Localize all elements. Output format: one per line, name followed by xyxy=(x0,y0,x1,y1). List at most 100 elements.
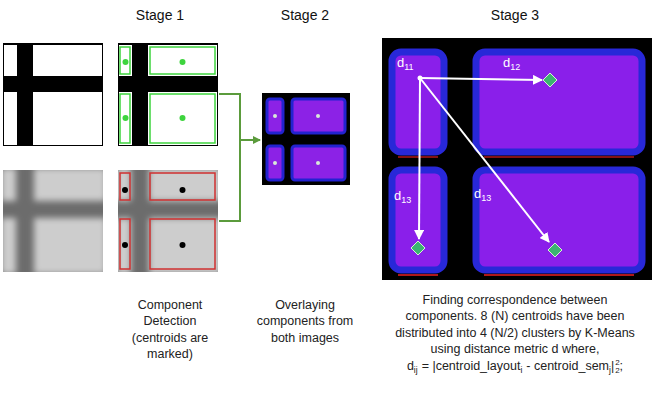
layout-region xyxy=(33,92,102,145)
sem-region xyxy=(3,170,16,201)
layout-region xyxy=(119,92,132,145)
overlay-region xyxy=(292,146,345,180)
centroid-dot xyxy=(316,161,320,165)
sem-region xyxy=(149,170,218,201)
distance-index: 11 xyxy=(404,62,413,72)
formula-subscript: j xyxy=(609,365,611,375)
stage-title-box: Stage 3 xyxy=(475,6,555,24)
correspondence-image xyxy=(382,38,652,280)
image-ground xyxy=(262,93,350,185)
centroid-marker xyxy=(411,241,425,255)
formula-term: - centroid_sem xyxy=(526,359,609,373)
centroid-dot xyxy=(122,242,128,248)
stage-title-box: Stage 2 xyxy=(265,6,345,24)
overlay-region xyxy=(267,146,283,180)
image-ground xyxy=(118,43,218,146)
stage-title: Stage 1 xyxy=(120,6,200,24)
centroid-marker xyxy=(548,243,562,257)
distance-label: d13 xyxy=(474,186,491,203)
caption-box: Component Detection (centroids are marke… xyxy=(120,297,220,362)
stage-title: Stage 2 xyxy=(265,6,345,24)
component-outline xyxy=(120,47,130,74)
distance-arrow xyxy=(419,78,420,239)
stage-title: Stage 3 xyxy=(475,6,555,24)
overlay-region xyxy=(392,170,444,270)
centroid-marker xyxy=(543,73,557,87)
centroid-dot xyxy=(123,115,129,121)
overlay-image xyxy=(262,93,350,185)
image-ground xyxy=(3,43,103,146)
caption-box: Finding correspondence between component… xyxy=(393,292,637,357)
centroid-dot xyxy=(180,242,186,248)
formula-subscript: ij xyxy=(414,365,418,375)
component-outline xyxy=(120,94,130,143)
centroid-dot xyxy=(180,115,186,121)
component-outline xyxy=(150,173,215,200)
overlay-region xyxy=(476,170,642,270)
layout-region xyxy=(4,45,17,76)
formula-subscript: i xyxy=(520,365,522,375)
component-outline xyxy=(150,47,215,74)
sem-region xyxy=(3,218,16,272)
distance-index: 13 xyxy=(401,195,411,205)
layout-region xyxy=(148,45,217,76)
sem-region xyxy=(118,218,131,272)
sem-region xyxy=(34,170,103,201)
edge-tint xyxy=(484,274,634,276)
sem-region xyxy=(34,218,103,272)
norm-index: 22 xyxy=(615,359,619,375)
centroid-dot xyxy=(180,59,186,65)
centroid-dot xyxy=(123,59,129,65)
layout-region xyxy=(4,92,17,145)
sem-region xyxy=(118,170,131,201)
sem-region xyxy=(149,218,218,272)
caption: Finding correspondence between component… xyxy=(393,292,637,357)
layout-image-detected xyxy=(118,43,218,146)
sem-image xyxy=(3,170,103,272)
caption: Component Detection (centroids are marke… xyxy=(120,297,220,362)
overlay-region xyxy=(392,52,444,152)
sem-image-detected xyxy=(118,170,218,272)
distance-label: d13 xyxy=(394,188,411,205)
distance-symbol: d xyxy=(503,55,510,70)
distance-arrow xyxy=(420,78,549,242)
overlay-region xyxy=(476,52,642,152)
formula-term: ; xyxy=(620,359,623,373)
component-outline xyxy=(120,219,130,269)
merge-bracket xyxy=(219,94,240,221)
formula-term: | xyxy=(611,359,614,373)
distance-arrow xyxy=(420,78,542,80)
formula-term: = |centroid_layout xyxy=(422,359,521,373)
component-outline xyxy=(120,173,130,200)
layout-region xyxy=(119,45,132,76)
overlay-region xyxy=(267,99,283,133)
image-ground xyxy=(382,38,652,280)
merge-arrow xyxy=(240,139,260,141)
distance-index: 12 xyxy=(510,62,520,72)
distance-symbol: d xyxy=(394,188,401,203)
formula-subscript: 2 xyxy=(615,367,619,375)
distance-index: 13 xyxy=(481,193,491,203)
centroid-dot xyxy=(273,161,277,165)
sem-regions xyxy=(3,170,103,272)
layout-region xyxy=(33,45,102,76)
layout-image xyxy=(3,43,103,146)
sem-regions xyxy=(118,170,218,272)
centroid-dot xyxy=(316,114,320,118)
distance-label: d12 xyxy=(503,55,520,72)
distance-symbol: d xyxy=(397,55,404,70)
caption-box: Overlaying components from both images xyxy=(250,297,360,346)
stage-title-box: Stage 1 xyxy=(120,6,200,24)
centroid-dot xyxy=(122,187,128,193)
centroid-dot xyxy=(180,187,186,193)
component-outline xyxy=(150,94,215,143)
edge-tint xyxy=(484,156,634,158)
overlay-region xyxy=(292,99,345,133)
formula: dij = |centroid_layouti - centroid_semj|22… xyxy=(407,358,623,378)
distance-label: d11 xyxy=(397,55,414,72)
formula-symbol: d xyxy=(407,359,414,373)
distance-symbol: d xyxy=(474,186,481,201)
edge-tint xyxy=(398,156,438,158)
caption: Overlaying components from both images xyxy=(250,297,360,346)
